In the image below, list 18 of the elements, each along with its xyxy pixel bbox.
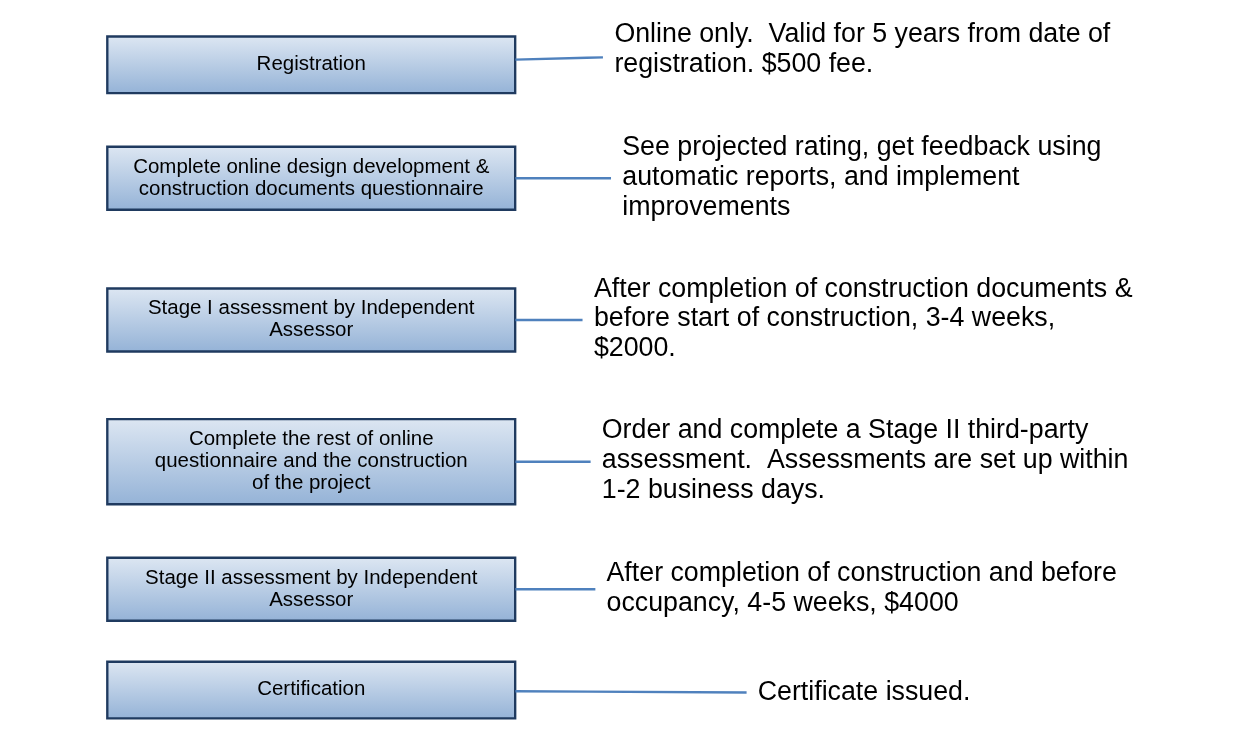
connector bbox=[514, 318, 583, 322]
node-box: Complete the rest of online questionnaire and the construction of the project bbox=[105, 418, 516, 506]
node-text: Online only. Valid for 5 years from date of registration. $500 fee. bbox=[613, 18, 1110, 79]
connector bbox=[514, 588, 595, 591]
node-box: Registration bbox=[105, 35, 516, 95]
node-text: After completion of construction and before occupancy, 4-5 weeks, $4000 bbox=[606, 556, 1117, 617]
node-box: Complete online design development & construction documents questionnaire bbox=[105, 145, 516, 211]
node-box: Stage II assessment by Independent Assessor bbox=[105, 556, 516, 622]
node-text: See projected rating, get feedback using automatic reports, and implement improvements bbox=[621, 130, 1101, 221]
node-box: Certification bbox=[105, 660, 516, 720]
node-text: After completion of construction documents & before start of construction, 3-4 weeks, $2000. bbox=[593, 272, 1132, 363]
node-text: Certificate issued. bbox=[757, 675, 970, 706]
connector bbox=[514, 690, 747, 694]
connector bbox=[514, 177, 611, 180]
node-text: Order and complete a Stage II third-party assessment. Assessments are set up within 1-2 business days. bbox=[601, 414, 1128, 505]
connector bbox=[514, 56, 603, 61]
connector bbox=[514, 460, 591, 463]
node-box: Stage I assessment by Independent Assessor bbox=[105, 287, 516, 353]
